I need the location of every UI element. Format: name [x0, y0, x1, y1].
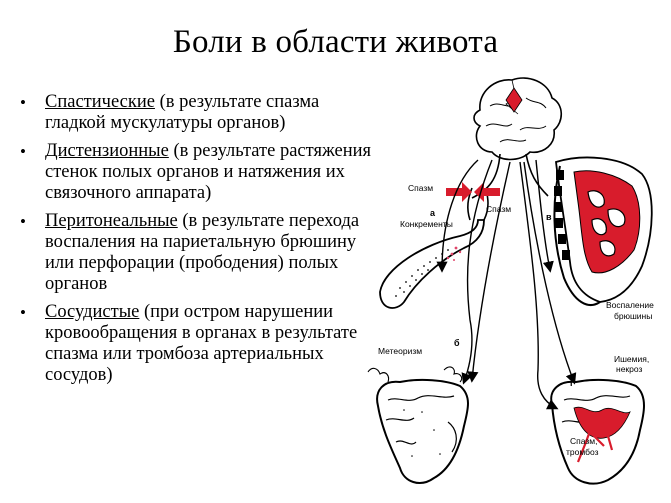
pain-types-list: • Спастические (в результате спазма гладк… — [20, 92, 372, 393]
label-a: а — [430, 208, 436, 218]
list-item: • Спастические (в результате спазма гладк… — [20, 92, 372, 134]
label-thrombosis-1: Спазм, — [570, 436, 597, 446]
list-item: • Дистензионные (в результате растяжения … — [20, 141, 372, 204]
item-term: Дистензионные — [45, 141, 169, 161]
label-ischemia-2: некроз — [616, 364, 642, 374]
spinal-cord — [471, 153, 549, 199]
abdominal-pain-diagram: Спазм Спазм а Конкременты в Воспаление б… — [367, 77, 654, 485]
item-description: (в результате спазма гладкой мускулатуры… — [45, 92, 320, 133]
label-meteorism: Метеоризм — [378, 346, 422, 356]
bullet: • — [20, 212, 26, 231]
item-term: Сосудистые — [45, 302, 140, 322]
colon-meteorism-illustration — [367, 366, 469, 484]
slide-title: Боли в области живота — [172, 24, 499, 60]
label-concrements: Конкременты — [400, 219, 453, 229]
item-term: Спастические — [45, 92, 155, 112]
list-item: • Перитонеальные (в результате перехода в… — [20, 211, 372, 295]
list-item: • Сосудистые (при остром нарушении кровоо… — [20, 302, 372, 386]
item-description: (при остром нарушении кровообращения в о… — [45, 302, 358, 385]
bullet: • — [20, 93, 26, 112]
label-ischemia-1: Ишемия, — [614, 354, 649, 364]
spasm-arrows — [446, 182, 500, 202]
brain-illustration — [473, 77, 563, 161]
label-spasm-left: Спазм — [408, 183, 433, 193]
label-g: г — [570, 378, 574, 388]
label-peritonitis-1: Воспаление — [606, 300, 654, 310]
peritonitis-illustration — [553, 156, 653, 306]
label-b: б — [454, 338, 460, 348]
item-description: (в результате растяжения стенок полых ор… — [45, 141, 372, 203]
label-peritonitis-2: брюшины — [614, 311, 652, 321]
bullet: • — [20, 142, 26, 161]
label-v: в — [546, 212, 552, 222]
colon-ischemia-illustration — [550, 378, 645, 485]
label-thrombosis-2: тромбоз — [566, 447, 599, 457]
item-description: (в результате перехода воспаления на пар… — [45, 211, 360, 294]
bullet: • — [20, 303, 26, 322]
gallbladder-illustration — [379, 187, 489, 309]
label-spasm-right: Спазм — [486, 204, 511, 214]
item-term: Перитонеальные — [45, 211, 178, 231]
pain-pathway-arrows — [436, 159, 577, 410]
